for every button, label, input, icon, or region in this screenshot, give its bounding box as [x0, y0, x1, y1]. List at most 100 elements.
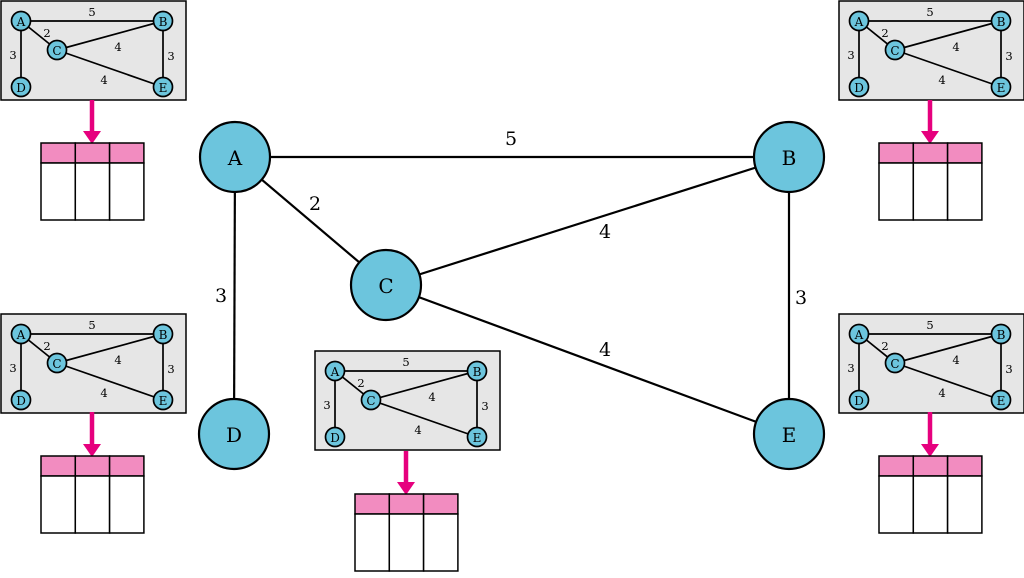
- mini-edge-c-b: [56, 20, 164, 51]
- table-body-cell: [74, 475, 111, 534]
- table-body-cell: [912, 162, 949, 221]
- mini-node-label-d: D: [16, 394, 26, 408]
- mini-node-d: D: [10, 389, 32, 411]
- mini-node-label-b: B: [159, 328, 168, 342]
- mini-node-circle-e: [152, 389, 174, 411]
- mini-node-e: E: [990, 76, 1012, 98]
- mini-node-circle-b: [990, 10, 1012, 32]
- mini-edge-weight-b-e: 3: [481, 399, 488, 413]
- mini-node-label-c: C: [52, 357, 61, 371]
- mini-node-label-e: E: [159, 81, 168, 95]
- mini-edge-weight-b-e: 3: [1005, 362, 1012, 376]
- table-body-cell: [878, 162, 915, 221]
- mini-node-label-c: C: [890, 44, 899, 58]
- mini-edge-c-e: [56, 362, 164, 401]
- mini-node-d: D: [848, 76, 870, 98]
- mini-node-c: C: [46, 39, 68, 61]
- node-circle-d: [197, 397, 271, 471]
- mini-node-d: D: [10, 76, 32, 98]
- routing-table: [354, 493, 459, 572]
- mini-edge-c-e: [894, 362, 1002, 401]
- mini-node-circle-b: [152, 10, 174, 32]
- arrow-down-icon: [921, 131, 939, 144]
- mini-node-label-e: E: [159, 394, 168, 408]
- edge-c-b: [385, 155, 790, 287]
- mini-node-b: B: [466, 360, 488, 382]
- table-body-cell: [388, 513, 425, 572]
- mini-edge-c-b: [56, 333, 164, 364]
- mini-node-label-c: C: [890, 357, 899, 371]
- mini-edge-weight-a-c: 2: [881, 26, 888, 40]
- mini-node-label-c: C: [52, 44, 61, 58]
- table-body-cell: [74, 162, 111, 221]
- routing-table: [40, 455, 145, 534]
- mini-edge-weight-a-b: 5: [926, 5, 933, 19]
- mini-node-label-e: E: [997, 394, 1006, 408]
- node-circle-a: [198, 120, 272, 194]
- mini-edge-c-b: [370, 370, 478, 401]
- mini-node-circle-d: [848, 76, 870, 98]
- mini-node-b: B: [990, 10, 1012, 32]
- mini-node-label-e: E: [473, 431, 482, 445]
- node-circle-b: [752, 120, 826, 194]
- mini-node-label-b: B: [997, 15, 1006, 29]
- table-header-cell: [40, 455, 77, 477]
- mini-node-label-d: D: [16, 81, 26, 95]
- node-label-a: A: [227, 146, 243, 170]
- mini-edge-c-e: [370, 399, 478, 438]
- mini-node-circle-d: [848, 389, 870, 411]
- mini-edge-weight-b-e: 3: [1005, 49, 1012, 63]
- arrow-down-icon: [83, 131, 101, 144]
- mini-edge-weight-a-c: 2: [43, 26, 50, 40]
- mini-node-c: C: [884, 39, 906, 61]
- table-body-cell: [108, 162, 145, 221]
- edge-c-e: [385, 283, 790, 436]
- table-body-cell: [108, 475, 145, 534]
- edge-weight-a-b: 5: [505, 128, 517, 150]
- table-header-cell: [388, 493, 425, 515]
- mini-edge-weight-a-d: 3: [847, 48, 854, 62]
- table-header-cell: [354, 493, 391, 515]
- mini-edge-weight-a-c: 2: [43, 339, 50, 353]
- mini-edge-c-e: [56, 49, 164, 88]
- edge-a-d: [232, 156, 237, 435]
- node-label-c: C: [378, 274, 393, 298]
- mini-edge-weight-b-e: 3: [167, 362, 174, 376]
- mini-node-circle-a: [10, 323, 32, 345]
- mini-node-label-a: A: [16, 15, 26, 29]
- mini-node-circle-e: [990, 76, 1012, 98]
- table-header-cell: [108, 455, 145, 477]
- mini-node-b: B: [152, 10, 174, 32]
- mini-edge-weight-a-d: 3: [9, 361, 16, 375]
- mini-node-circle-c: [360, 389, 382, 411]
- mini-node-label-e: E: [997, 81, 1006, 95]
- table-body-cell: [40, 475, 77, 534]
- routing-table: [40, 142, 145, 221]
- mini-node-label-b: B: [159, 15, 168, 29]
- mini-node-a: A: [324, 360, 346, 382]
- edge-weight-a-c: 2: [309, 193, 321, 215]
- edge-weight-a-d: 3: [215, 285, 227, 307]
- mini-node-circle-e: [466, 426, 488, 448]
- table-header-cell: [74, 455, 111, 477]
- mini-node-label-d: D: [330, 431, 340, 445]
- mini-node-label-a: A: [854, 15, 864, 29]
- table-body-cell: [40, 162, 77, 221]
- table-header-cell: [74, 142, 111, 164]
- node-circle-c: [349, 248, 423, 322]
- mini-node-label-b: B: [473, 365, 482, 379]
- mini-node-a: A: [10, 323, 32, 345]
- table-header-cell: [108, 142, 145, 164]
- mini-edge-weight-a-d: 3: [323, 398, 330, 412]
- table-body-cell: [878, 475, 915, 534]
- mini-edge-weight-c-e: 4: [938, 386, 945, 400]
- node-c: C: [349, 248, 423, 322]
- mini-node-label-b: B: [997, 328, 1006, 342]
- mini-node-circle-e: [152, 76, 174, 98]
- mini-node-c: C: [360, 389, 382, 411]
- mini-node-circle-c: [884, 352, 906, 374]
- mini-node-label-d: D: [854, 394, 864, 408]
